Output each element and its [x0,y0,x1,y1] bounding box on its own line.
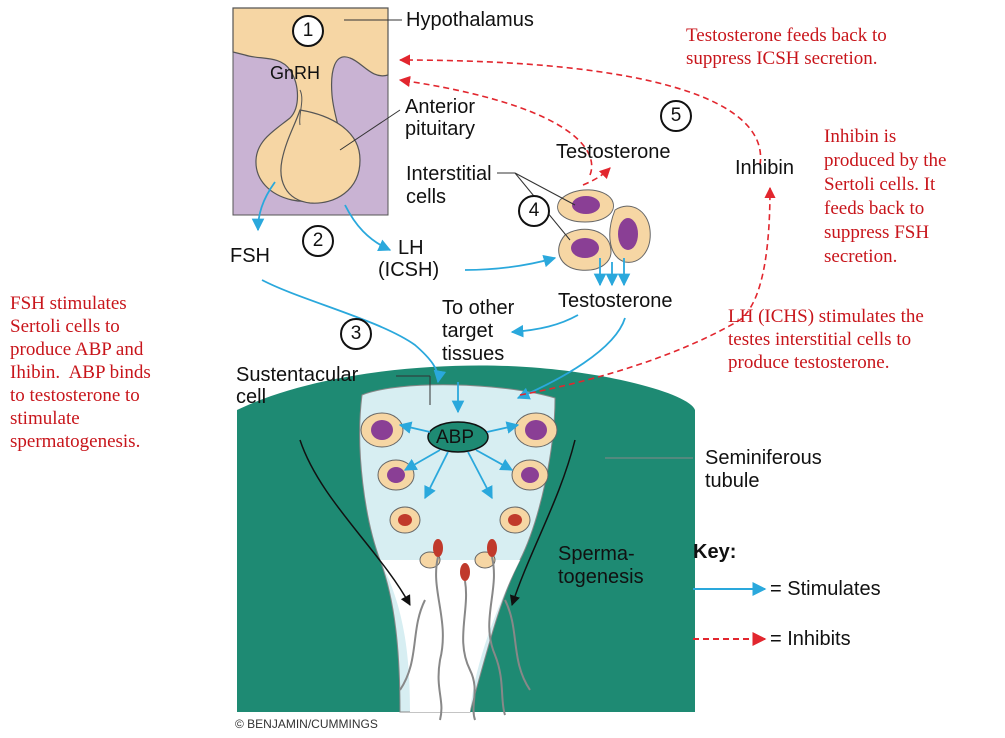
inhibin-label: Inhibin [735,157,794,180]
to-other-label-1: To other [442,297,514,320]
step-5-badge: 5 [660,100,692,132]
sustentacular-label-2: cell [236,386,266,409]
to-other-label-3: tissues [442,343,504,366]
spermatogenesis-label-2: togenesis [558,566,644,589]
key-stimulates-label: = Stimulates [770,578,881,601]
key-title: Key: [693,541,736,564]
hypothalamus-label: Hypothalamus [406,9,534,32]
abp-label: ABP [436,426,474,449]
testosterone-feedback-note: Testosterone feeds back to suppress ICSH… [686,24,887,70]
sertoli-cell-4 [512,460,548,490]
spermatogenesis-label-1: Sperma- [558,543,635,566]
lh-label-1: LH [398,237,424,260]
testosterone-top-label: Testosterone [556,141,671,164]
step-3-badge: 3 [340,318,372,350]
gnrh-label: GnRH [270,62,320,85]
step-1-badge: 1 [292,15,324,47]
key-inhibits-label: = Inhibits [770,628,851,651]
lh-stimulates-note: LH (ICHS) stimulates the testes intersti… [728,305,924,374]
sertoli-cell-2 [515,413,557,447]
fsh-stimulates-note: FSH stimulates Sertoli cells to produce … [10,292,151,453]
interstitial-cells-label-2: cells [406,186,446,209]
seminiferous-label-2: tubule [705,470,760,493]
inhibin-note: Inhibin is produced by the Sertoli cells… [824,125,946,269]
interstitial-cells-label-1: Interstitial [406,163,492,186]
sertoli-cell-1 [361,413,403,447]
interstitial-cells [558,190,651,270]
seminiferous-label-1: Seminiferous [705,447,822,470]
sertoli-cell-5 [390,507,420,533]
sertoli-cell-6 [500,507,530,533]
anterior-pituitary-label-2: pituitary [405,118,475,141]
to-other-label-2: target [442,320,493,343]
step-2-badge: 2 [302,225,334,257]
sertoli-cell-3 [378,460,414,490]
sustentacular-label-1: Sustentacular [236,364,358,387]
anterior-pituitary-label-1: Anterior [405,96,475,119]
copyright-label: © BENJAMIN/CUMMINGS [235,717,378,731]
lh-label-2: (ICSH) [378,259,439,282]
fsh-label: FSH [230,245,270,268]
step-4-badge: 4 [518,195,550,227]
testosterone-mid-label: Testosterone [558,290,673,313]
